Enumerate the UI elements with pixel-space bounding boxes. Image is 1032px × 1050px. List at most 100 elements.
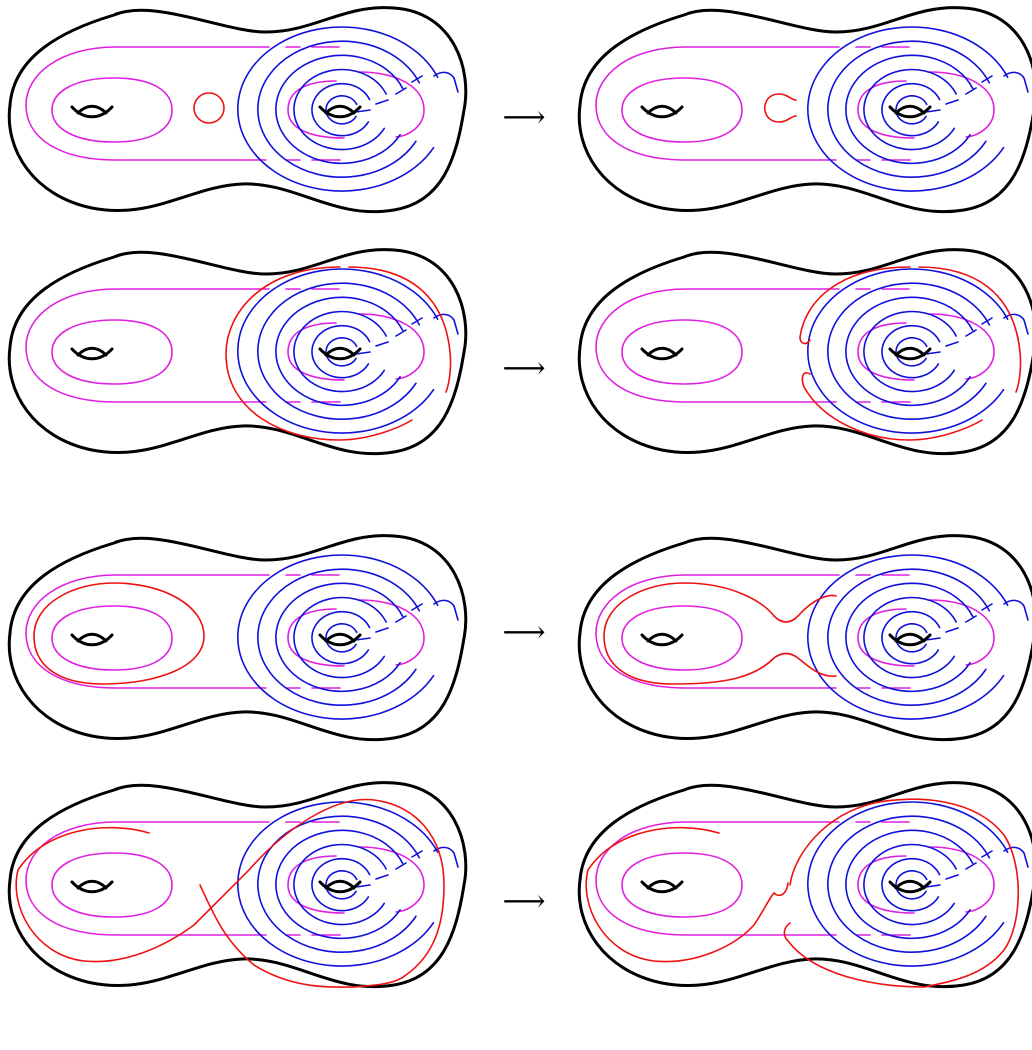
magenta-dashes <box>285 574 341 689</box>
blue-outer-hook <box>1003 313 1029 335</box>
handle-hole-upper-2 <box>324 632 356 643</box>
magenta-inner-loop <box>621 319 743 385</box>
blue-ring-2 <box>881 610 941 665</box>
blue-ring-4 <box>275 582 404 693</box>
magenta-dashes <box>285 46 341 161</box>
magenta-right-arc <box>857 608 915 667</box>
blue-ring-2 <box>881 857 941 912</box>
handle-hole-upper-2 <box>324 879 356 890</box>
surface-outline <box>577 6 1032 214</box>
blue-ring-6 <box>237 26 439 192</box>
handle-hole-upper-1 <box>646 632 678 643</box>
blue-ring-2 <box>311 324 371 379</box>
red-figure-eight <box>15 798 445 988</box>
handle-hole-upper-1 <box>76 879 108 890</box>
magenta-inner-loop <box>621 605 743 671</box>
blue-ring-2 <box>311 857 371 912</box>
blue-ring-4 <box>275 54 404 165</box>
blue-ring-1 <box>895 337 928 367</box>
handle-hole-lower-2 <box>318 633 362 647</box>
handle-hole-lower-2 <box>318 105 362 119</box>
magenta-inner-loop <box>621 77 743 143</box>
blue-ring-5 <box>827 815 991 953</box>
blue-ring-1 <box>895 95 928 125</box>
red-large-arc <box>225 266 413 441</box>
blue-ring-4 <box>845 582 974 693</box>
magenta-long-loop <box>595 821 840 936</box>
handle-hole-lower-2 <box>888 633 932 647</box>
handle-hole-upper-1 <box>646 346 678 357</box>
blue-outer-hook <box>1003 71 1029 93</box>
handle-hole-upper-2 <box>324 346 356 357</box>
handle-hole-upper-2 <box>894 879 926 890</box>
magenta-right-outer <box>928 599 995 666</box>
red-left-loop <box>33 582 205 685</box>
magenta-dashes <box>285 821 341 936</box>
magenta-right-arc <box>857 855 915 914</box>
blue-ring-3 <box>863 596 957 679</box>
blue-ring-6 <box>807 26 1009 192</box>
magenta-long-loop <box>595 288 840 403</box>
surface-outline <box>7 248 468 456</box>
magenta-right-arc <box>287 322 345 381</box>
red-eight-right-band <box>789 798 1020 988</box>
red-circle-banded <box>764 93 797 123</box>
magenta-right-outer <box>358 846 425 913</box>
surface-outline <box>7 534 468 742</box>
blue-ring-1 <box>325 337 358 367</box>
magenta-dashes <box>855 574 911 689</box>
handle-hole-lower-2 <box>888 880 932 894</box>
magenta-right-arc <box>287 855 345 914</box>
magenta-right-outer <box>358 599 425 666</box>
blue-ring-2 <box>881 324 941 379</box>
handle-hole-lower-1 <box>70 880 114 894</box>
magenta-inner-loop <box>51 852 173 918</box>
surface-outline <box>577 248 1032 456</box>
blue-outer-hook <box>433 71 459 93</box>
surface-outline <box>577 534 1032 742</box>
blue-ring-4 <box>845 296 974 407</box>
blue-connector-dashes <box>355 850 423 888</box>
handle-hole-lower-2 <box>888 347 932 361</box>
blue-ring-6 <box>237 268 439 434</box>
handle-hole-upper-1 <box>76 632 108 643</box>
blue-ring-3 <box>863 310 957 393</box>
blue-ring-1 <box>325 623 358 653</box>
handle-hole-lower-1 <box>640 880 684 894</box>
blue-ring-2 <box>881 82 941 137</box>
panel-3-after <box>577 534 1032 742</box>
handle-hole-lower-2 <box>888 105 932 119</box>
handle-hole-lower-1 <box>640 633 684 647</box>
panel-1-after <box>577 6 1032 214</box>
red-eight-lower-band <box>783 922 925 988</box>
handle-hole-upper-2 <box>324 104 356 115</box>
blue-ring-1 <box>325 870 358 900</box>
magenta-long-loop <box>25 288 270 403</box>
handle-hole-upper-1 <box>76 104 108 115</box>
blue-ring-1 <box>895 870 928 900</box>
blue-ring-1 <box>325 95 358 125</box>
blue-ring-2 <box>311 610 371 665</box>
magenta-inner-loop <box>51 605 173 671</box>
surface-outline <box>7 781 468 989</box>
magenta-right-outer <box>358 313 425 380</box>
blue-outer-hook <box>1003 846 1029 868</box>
red-arc-upper-split <box>799 266 911 345</box>
magenta-right-arc <box>857 80 915 139</box>
magenta-long-loop <box>595 574 840 689</box>
panel-4-before <box>7 781 468 989</box>
magenta-right-outer <box>928 313 995 380</box>
red-loop-upper-band <box>683 582 837 623</box>
magenta-dashes <box>855 288 911 403</box>
red-arc-top <box>348 266 452 393</box>
handle-hole-upper-2 <box>894 346 926 357</box>
magenta-right-arc <box>287 80 345 139</box>
blue-connector-dashes <box>925 75 993 113</box>
panel-4-after <box>577 781 1032 989</box>
red-eight-left-band <box>585 826 789 963</box>
blue-ring-2 <box>311 82 371 137</box>
magenta-dashes <box>855 46 911 161</box>
blue-connector-dashes <box>925 603 993 641</box>
